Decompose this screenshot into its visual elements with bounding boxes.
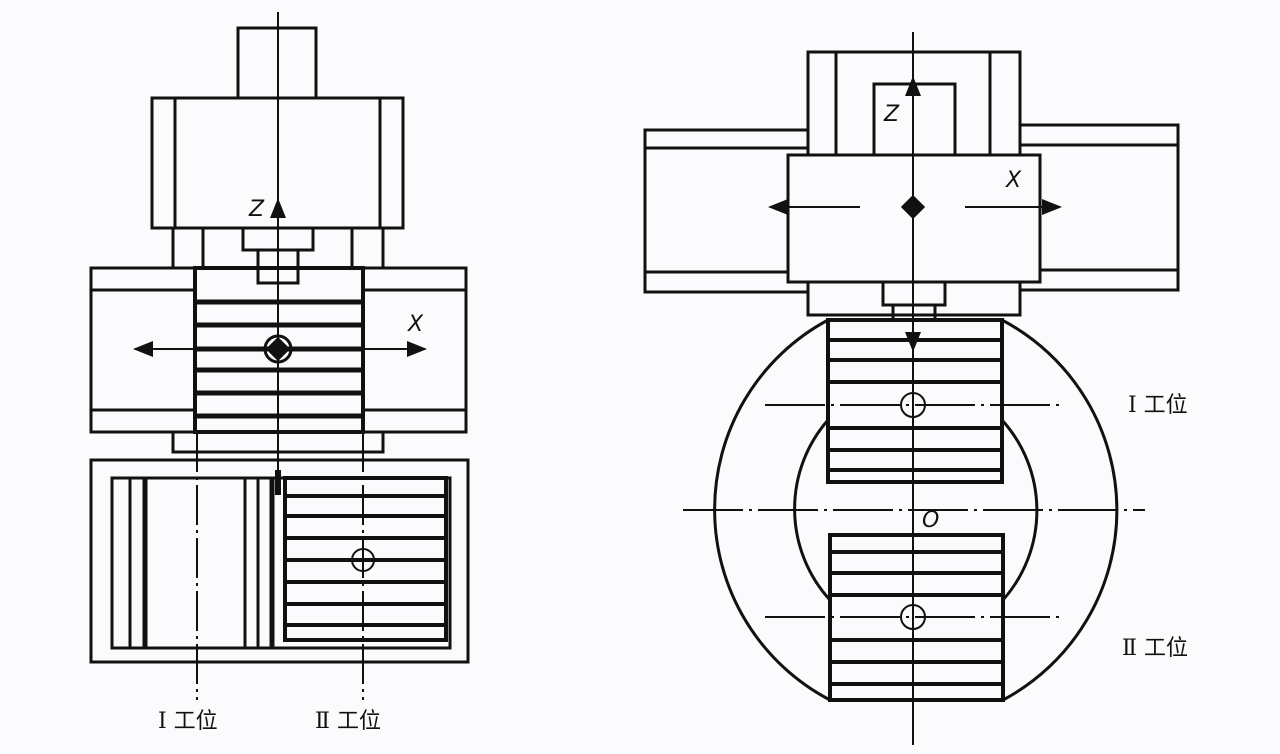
left-station-2-label: Ⅱ 工位 xyxy=(315,709,381,734)
right-x-label: X xyxy=(1006,168,1022,193)
left-z-label: Z xyxy=(249,197,265,222)
origin-label: O xyxy=(922,508,940,533)
right-machine xyxy=(643,32,1180,745)
left-machine xyxy=(89,12,470,700)
left-x-label: X xyxy=(408,312,424,337)
right-station-1-label: Ⅰ 工位 xyxy=(1128,393,1188,418)
left-worktable xyxy=(89,458,470,664)
right-workpiece-station-1 xyxy=(826,318,1004,484)
right-z-label: Z xyxy=(884,102,900,127)
left-station-1-label: Ⅰ 工位 xyxy=(158,709,218,734)
right-station-2-label: Ⅱ 工位 xyxy=(1122,636,1188,661)
right-rail-left xyxy=(643,128,810,294)
